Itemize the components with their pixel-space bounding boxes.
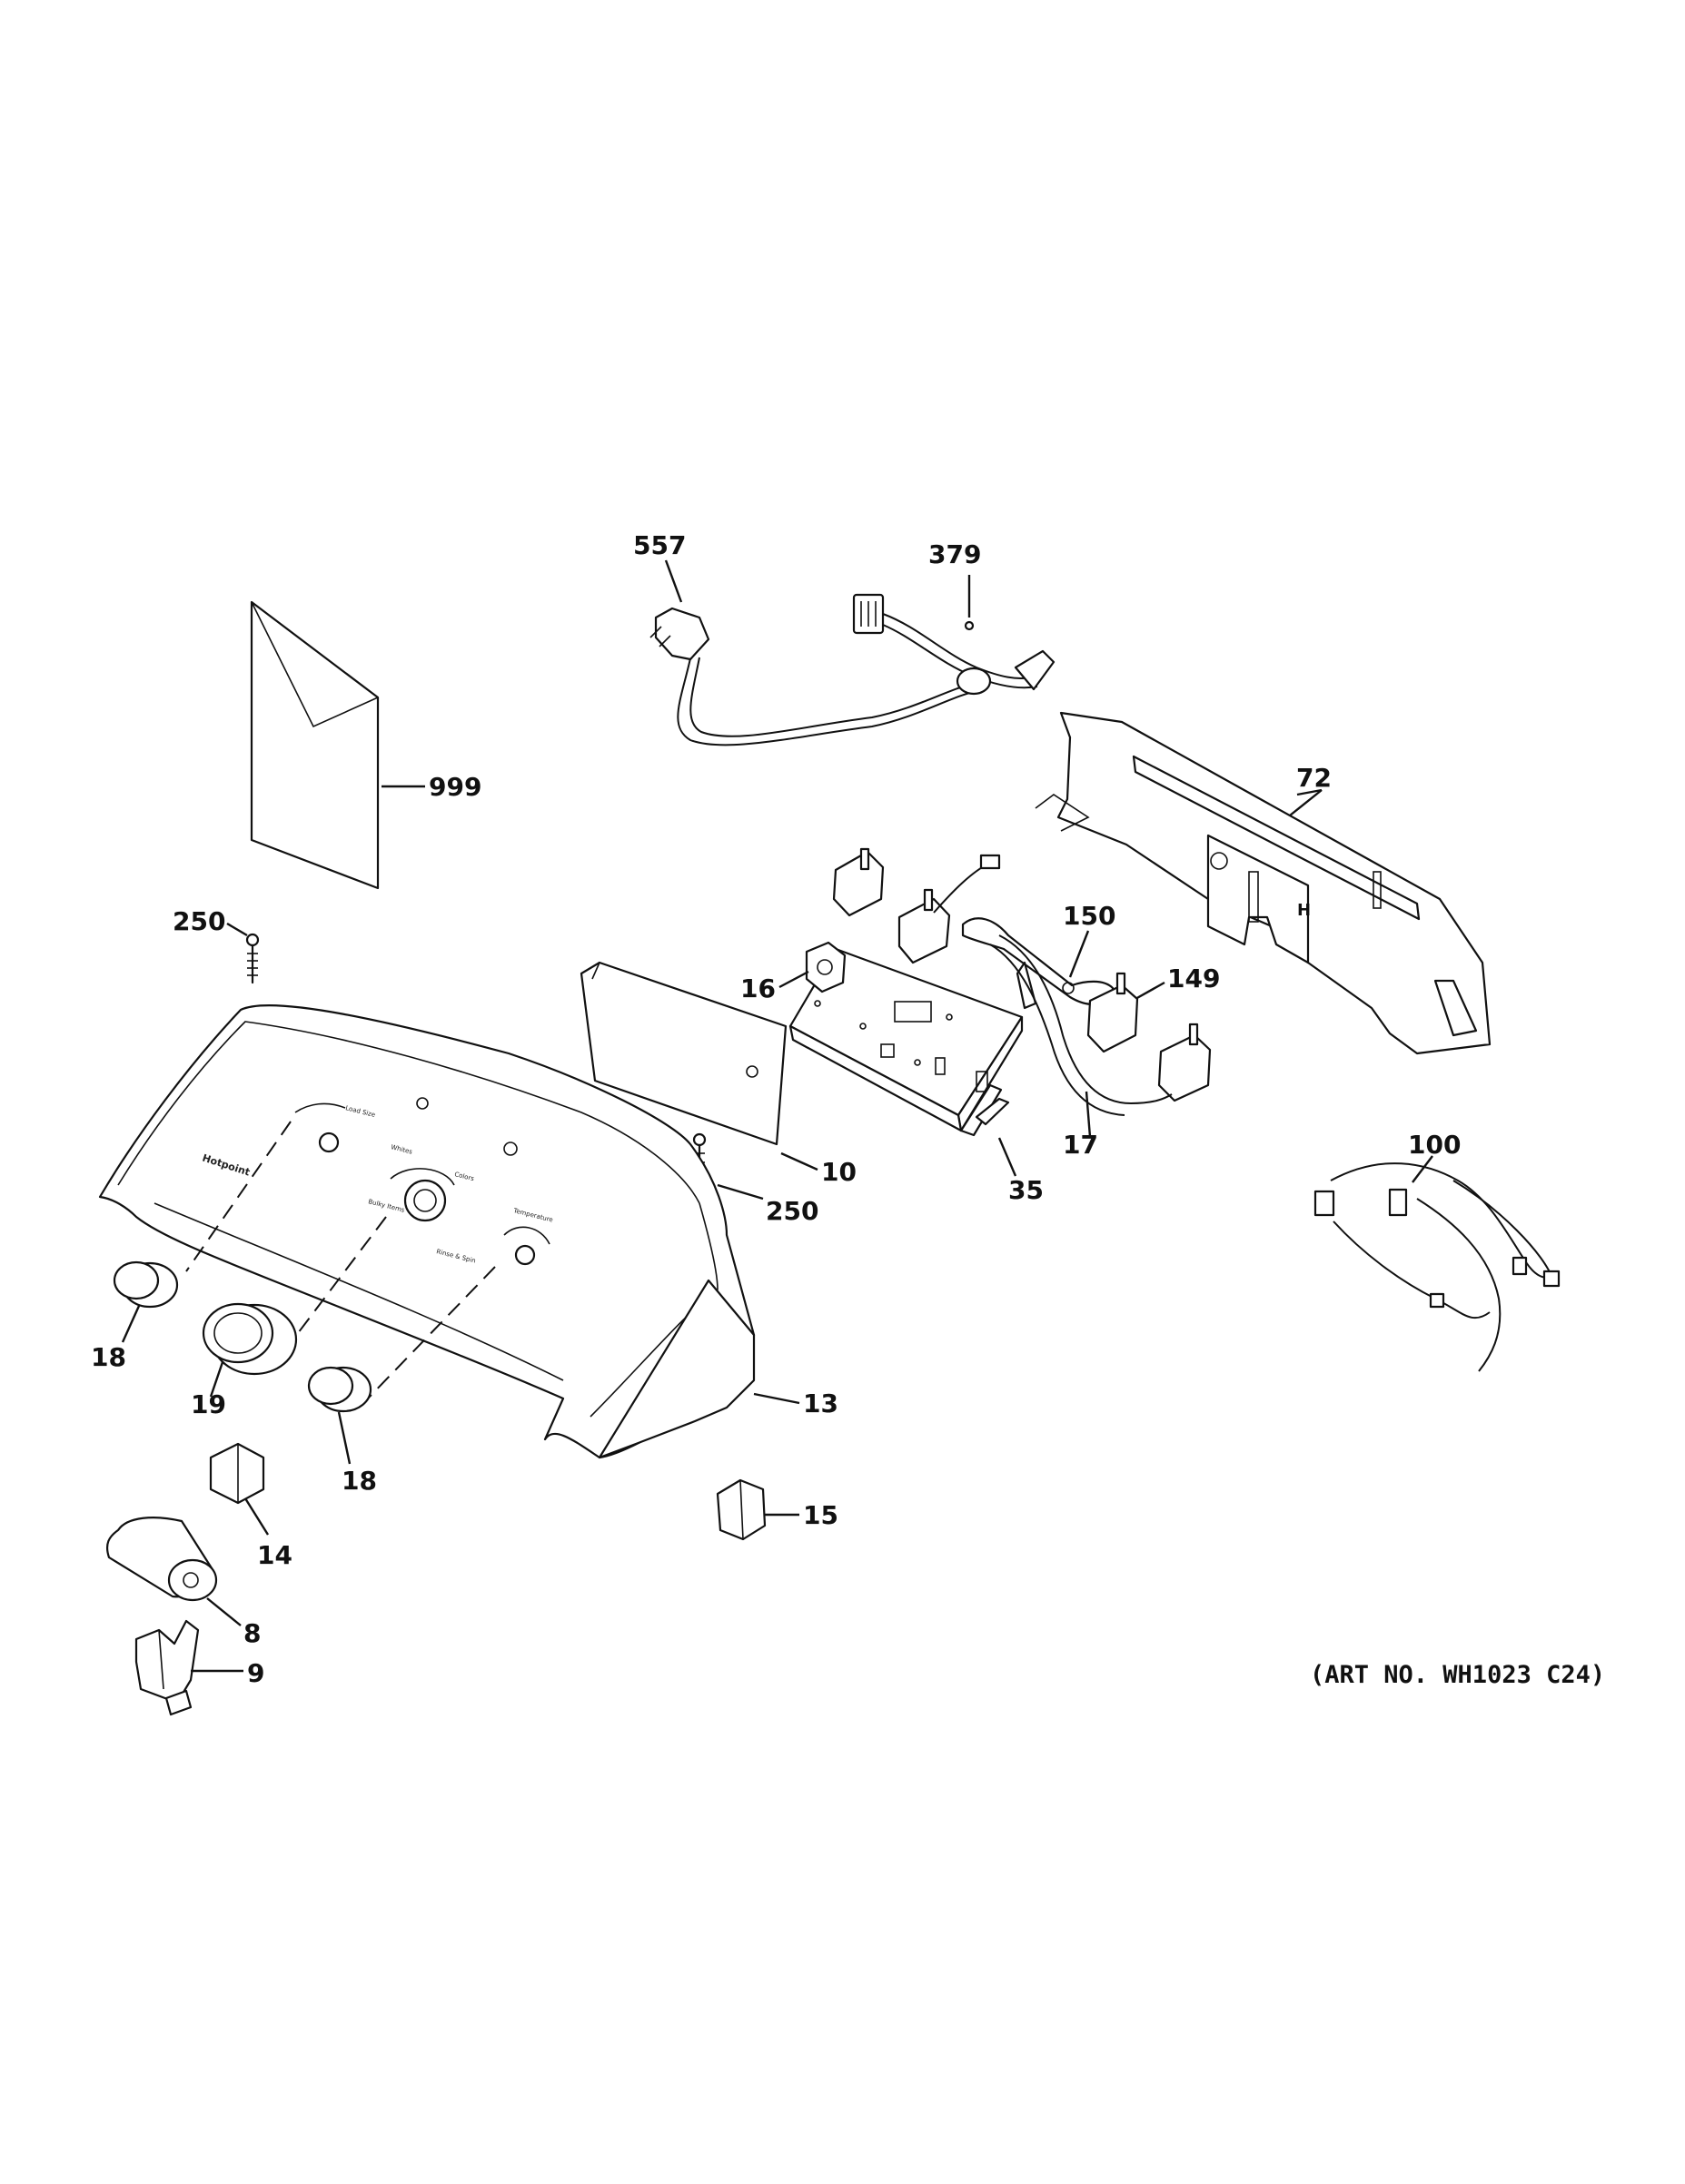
callout-999: 999 [429,772,481,802]
panel-temperature-knob-post [514,1244,536,1266]
callout-15: 15 [803,1500,838,1530]
part-72-bracket: H [1035,711,1492,1055]
part-250-screw-top [226,922,260,984]
callout-18-right: 18 [342,1466,377,1496]
part-17-switch-harness [989,934,1212,1138]
callout-9: 9 [247,1658,264,1688]
part-379-clamp [852,575,1056,696]
callout-150: 150 [1063,901,1115,931]
part-999-literature-envelope [250,600,425,890]
part-19-cycle-knob [202,1302,298,1398]
callout-17: 17 [1063,1130,1098,1160]
callout-379: 379 [928,539,981,569]
part-35-control-board [788,947,1024,1177]
callout-18-left: 18 [91,1342,126,1372]
part-10-cover [580,961,818,1171]
part-13-console: Hotpoint Load Size Temperature Whites Co… [98,1004,800,1459]
bracket-h-mark: H [1297,901,1311,920]
panel-cycle-knob-post [403,1179,447,1222]
part-100-wire-harness [1313,1155,1561,1372]
callout-250-middle: 250 [766,1196,818,1226]
callout-19: 19 [191,1389,226,1419]
callout-557: 557 [633,530,686,560]
part-150-lever [961,917,1115,1010]
part-8-capacitor [105,1517,242,1626]
part-switch-assembly-left [832,847,1001,964]
callout-72: 72 [1296,763,1332,793]
art-number-label: (ART NO. WH1023 C24) [1310,1661,1605,1689]
callout-149: 149 [1167,964,1220,993]
callout-35: 35 [1008,1175,1044,1205]
part-18-knob-right [307,1366,372,1465]
callout-10: 10 [821,1157,857,1187]
callout-100: 100 [1408,1130,1461,1160]
part-9-bracket [134,1619,243,1716]
part-557-power-cord [649,559,982,746]
callout-8: 8 [243,1618,261,1648]
part-16-switch [778,941,847,993]
part-15-clip [716,1478,799,1541]
part-18-knob-left [113,1260,179,1343]
callout-13: 13 [803,1388,838,1418]
panel-load-size-knob-post [318,1132,340,1153]
part-14-clip [209,1442,270,1536]
callout-14: 14 [257,1540,292,1570]
callout-16: 16 [740,973,776,1003]
callout-250-top: 250 [173,906,225,936]
